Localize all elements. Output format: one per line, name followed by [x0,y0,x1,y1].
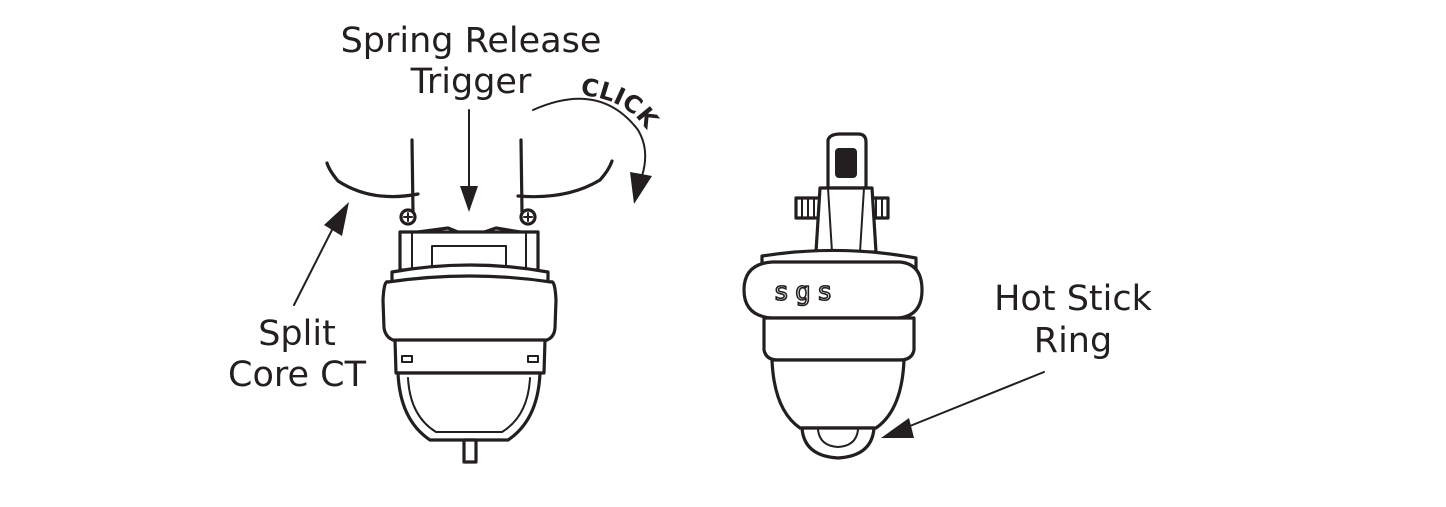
split-core-arrow [293,202,349,306]
split-core-label-line1: Split [258,314,336,354]
hot-stick-ring [800,426,876,460]
hot-stick-label-line2: Ring [1034,321,1112,361]
split-core-label-line2: Core CT [228,355,367,395]
click-label: CLICK [579,73,664,135]
spring-release-label-line2: Trigger [410,62,532,102]
ct-jaw-right [516,159,614,199]
sensor-dome [770,358,906,430]
ct-main-body [381,274,558,343]
ct-dome [396,371,542,442]
hot-stick-label-line1: Hot Stick [994,279,1152,319]
brand-text: sgs [774,277,839,307]
ct-jaw-left [325,161,420,199]
spring-release-arrow [460,109,478,212]
split-core-ct-device [325,138,614,464]
hot-stick-arrow [881,371,1045,438]
click-arrow [532,97,652,204]
closed-sensor-device: sgs [742,132,924,460]
spring-release-label-line1: Spring Release [341,21,602,61]
